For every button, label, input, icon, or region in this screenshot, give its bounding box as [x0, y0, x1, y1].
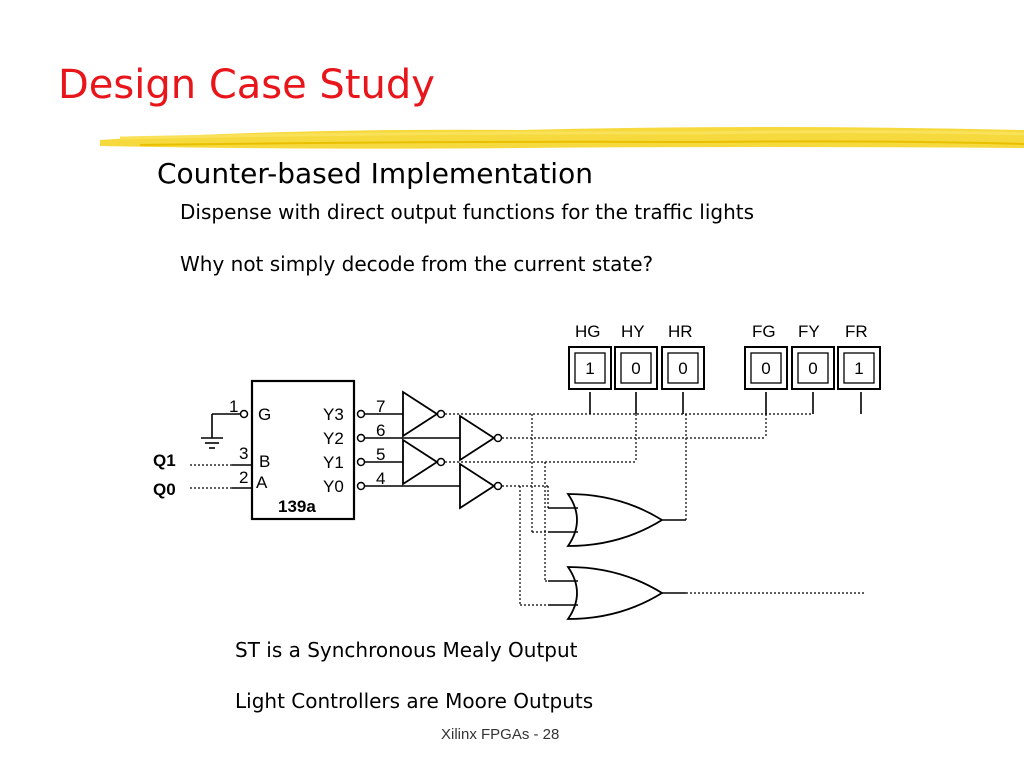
section-heading: Counter-based Implementation [157, 157, 593, 190]
highlight-bar [100, 127, 1024, 149]
dotted-routing [445, 413, 866, 606]
decoder-output-wires [365, 413, 460, 487]
or-gate-input-stubs [548, 507, 686, 606]
light-box-hr: 0 [661, 346, 705, 390]
page-title: Design Case Study [58, 62, 435, 108]
light-value-fr: 1 [854, 359, 863, 378]
light-value-hy: 0 [631, 359, 640, 378]
decoder-output-y3: Y3 [323, 405, 344, 424]
decoder-pin-6: 6 [376, 421, 385, 440]
or-gate-2 [566, 566, 664, 620]
light-box-fy: 0 [791, 346, 835, 390]
decoder-pin-3: 3 [239, 444, 248, 463]
light-value-hr: 0 [678, 359, 687, 378]
decoder-output-y0: Y0 [323, 477, 344, 496]
bullet-text-3: ST is a Synchronous Mealy Output [235, 638, 578, 662]
light-box-fg: 0 [744, 346, 788, 390]
light-label-hg: HG [575, 322, 601, 341]
light-input-stubs [589, 392, 862, 414]
bullet-text-4: Light Controllers are Moore Outputs [235, 689, 594, 713]
slide-footer: Xilinx FPGAs - 28 [441, 726, 560, 743]
decoder-input-b: B [259, 452, 270, 471]
light-value-fg: 0 [761, 359, 770, 378]
decoder-pin-1: 1 [229, 397, 238, 416]
inverter-4 [459, 462, 503, 510]
light-box-fr: 1 [837, 346, 881, 390]
light-value-fy: 0 [808, 359, 817, 378]
light-label-fr: FR [845, 322, 868, 341]
decoder-input-a: A [256, 473, 268, 492]
ground-icon [201, 413, 240, 449]
decoder-pin-7: 7 [376, 397, 385, 416]
light-label-hr: HR [668, 322, 693, 341]
decoder-139a [239, 379, 366, 521]
light-box-hg: 1 [568, 346, 612, 390]
bullet-text-2: Why not simply decode from the current s… [180, 252, 654, 276]
inverter-2 [459, 414, 503, 462]
inverter-3 [402, 438, 446, 486]
light-label-fy: FY [798, 322, 820, 341]
signal-q1: Q1 [153, 451, 176, 470]
decoder-input-g: G [258, 405, 271, 424]
input-wires [190, 464, 252, 489]
decoder-output-y1: Y1 [323, 453, 344, 472]
signal-q0: Q0 [153, 480, 176, 499]
bullet-text-1: Dispense with direct output functions fo… [180, 200, 755, 224]
light-value-hg: 1 [585, 359, 594, 378]
decoder-name: 139a [278, 497, 316, 516]
inverter-1 [402, 390, 446, 438]
light-label-hy: HY [621, 322, 645, 341]
light-label-fg: FG [752, 322, 776, 341]
decoder-pin-4: 4 [376, 469, 385, 488]
light-box-hy: 0 [614, 346, 658, 390]
or-gate-1 [566, 493, 664, 547]
decoder-pin-5: 5 [376, 445, 385, 464]
decoder-output-y2: Y2 [323, 429, 344, 448]
decoder-pin-2: 2 [239, 468, 248, 487]
